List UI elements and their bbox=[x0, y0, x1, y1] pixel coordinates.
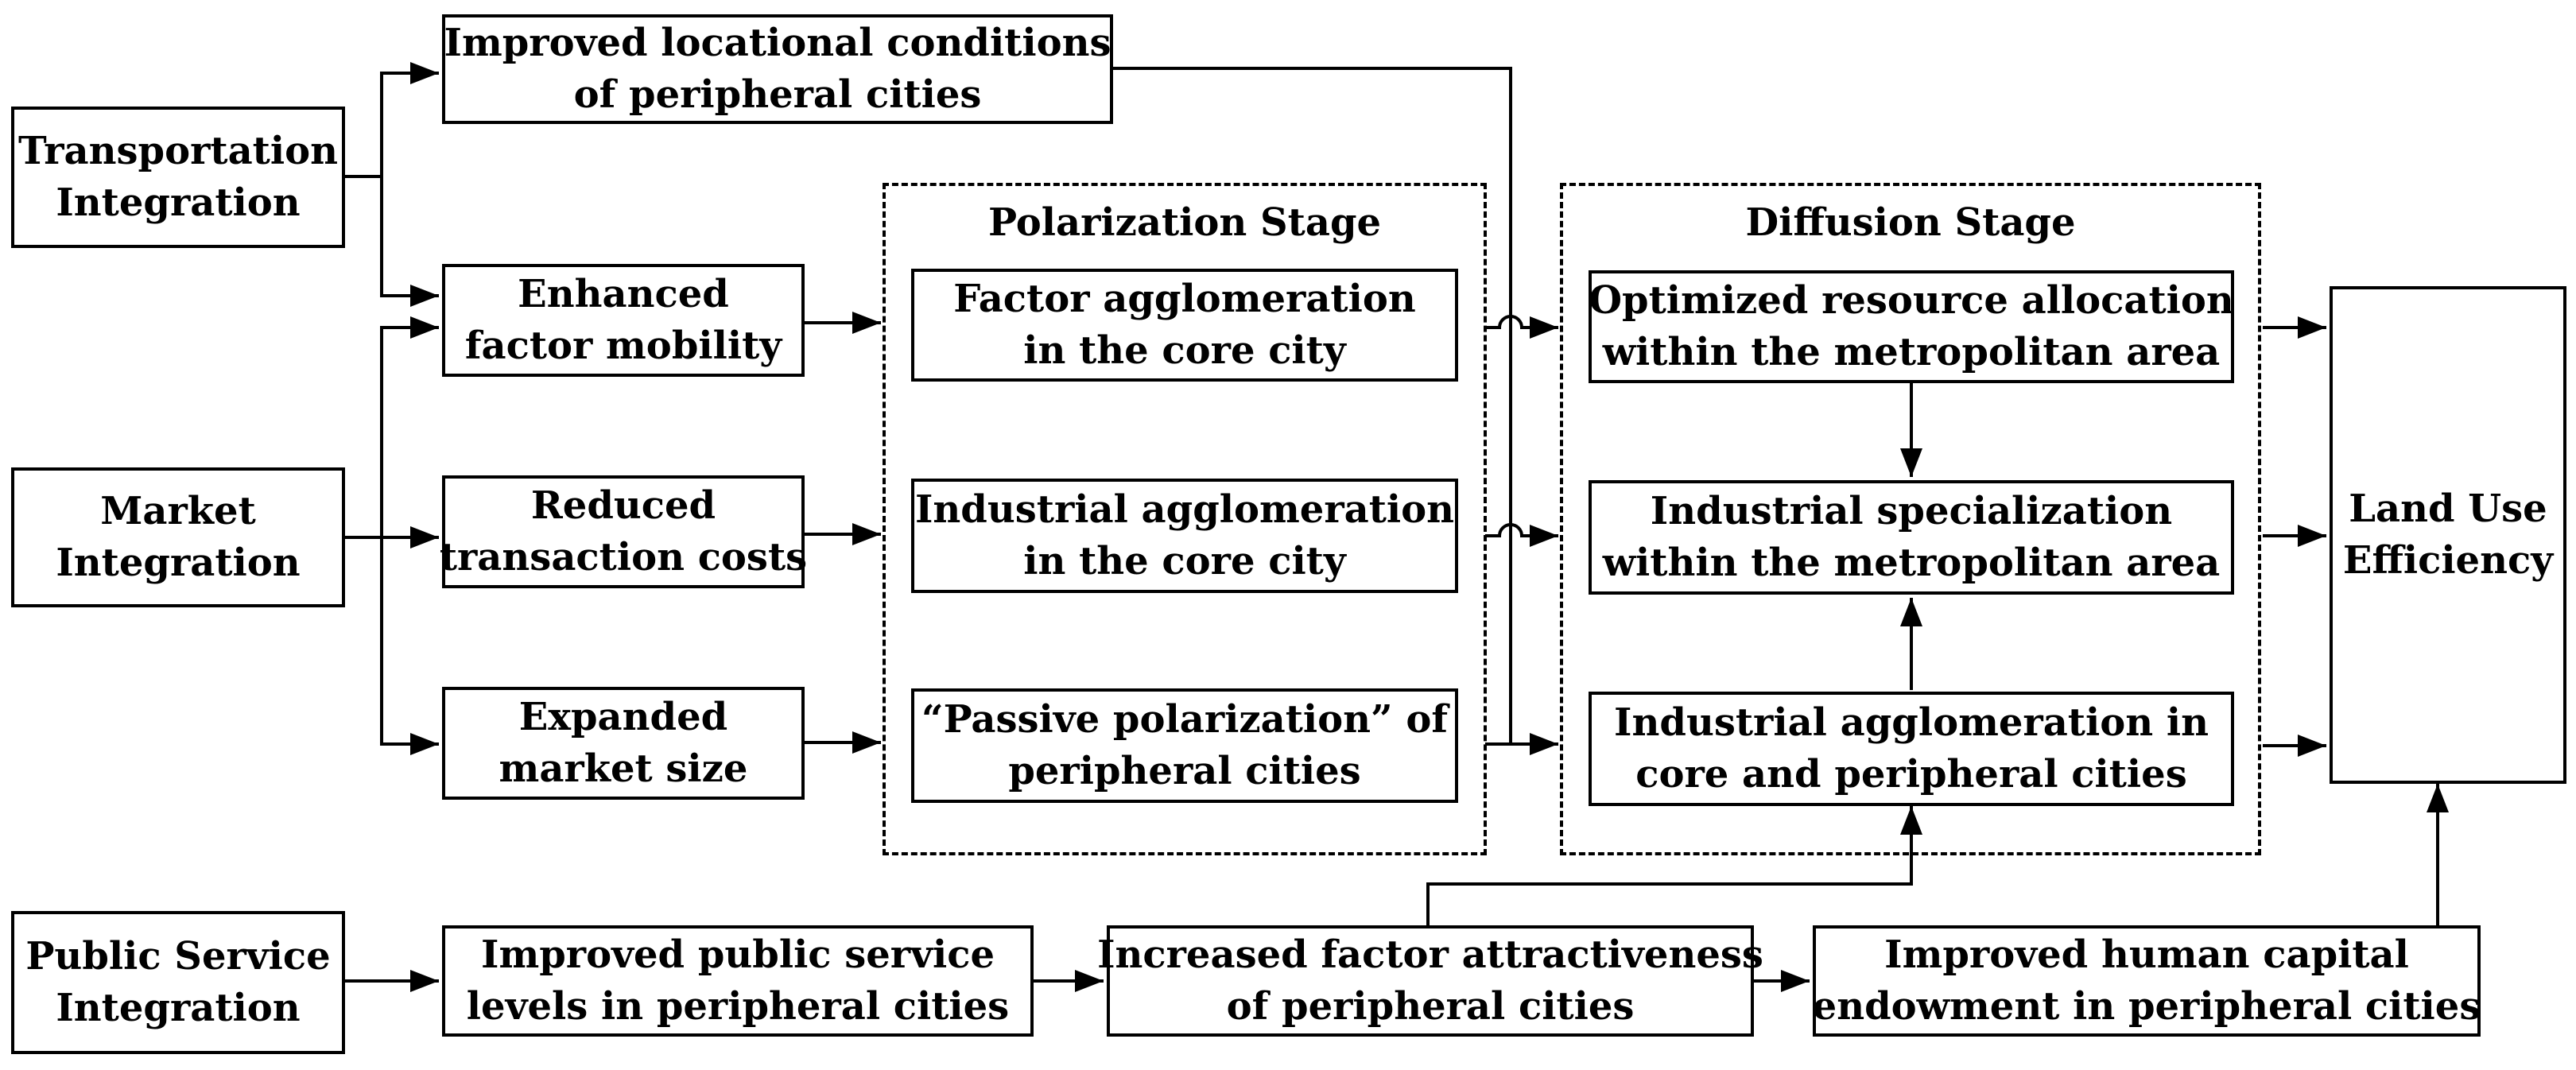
arrow-factor-to-diffusion bbox=[1485, 315, 1558, 339]
polarization-stage-title: Polarization Stage bbox=[987, 200, 1382, 245]
arrow-market-to-mobility bbox=[380, 316, 439, 537]
arrow-attractiveness-to-agglomeration bbox=[1426, 806, 1922, 925]
polarization-stage-frame bbox=[883, 183, 1487, 855]
diffusion-stage-title: Diffusion Stage bbox=[1745, 200, 2076, 245]
arrow-market-to-market-size bbox=[380, 537, 439, 755]
diffusion-stage-frame bbox=[1560, 183, 2261, 855]
connector-locational-to-diffusion bbox=[1113, 67, 1512, 744]
arrow-transport-to-mobility bbox=[380, 176, 439, 307]
arrow-industrial-to-diffusion bbox=[1485, 523, 1558, 547]
arrow-transport-to-locational bbox=[380, 62, 439, 176]
